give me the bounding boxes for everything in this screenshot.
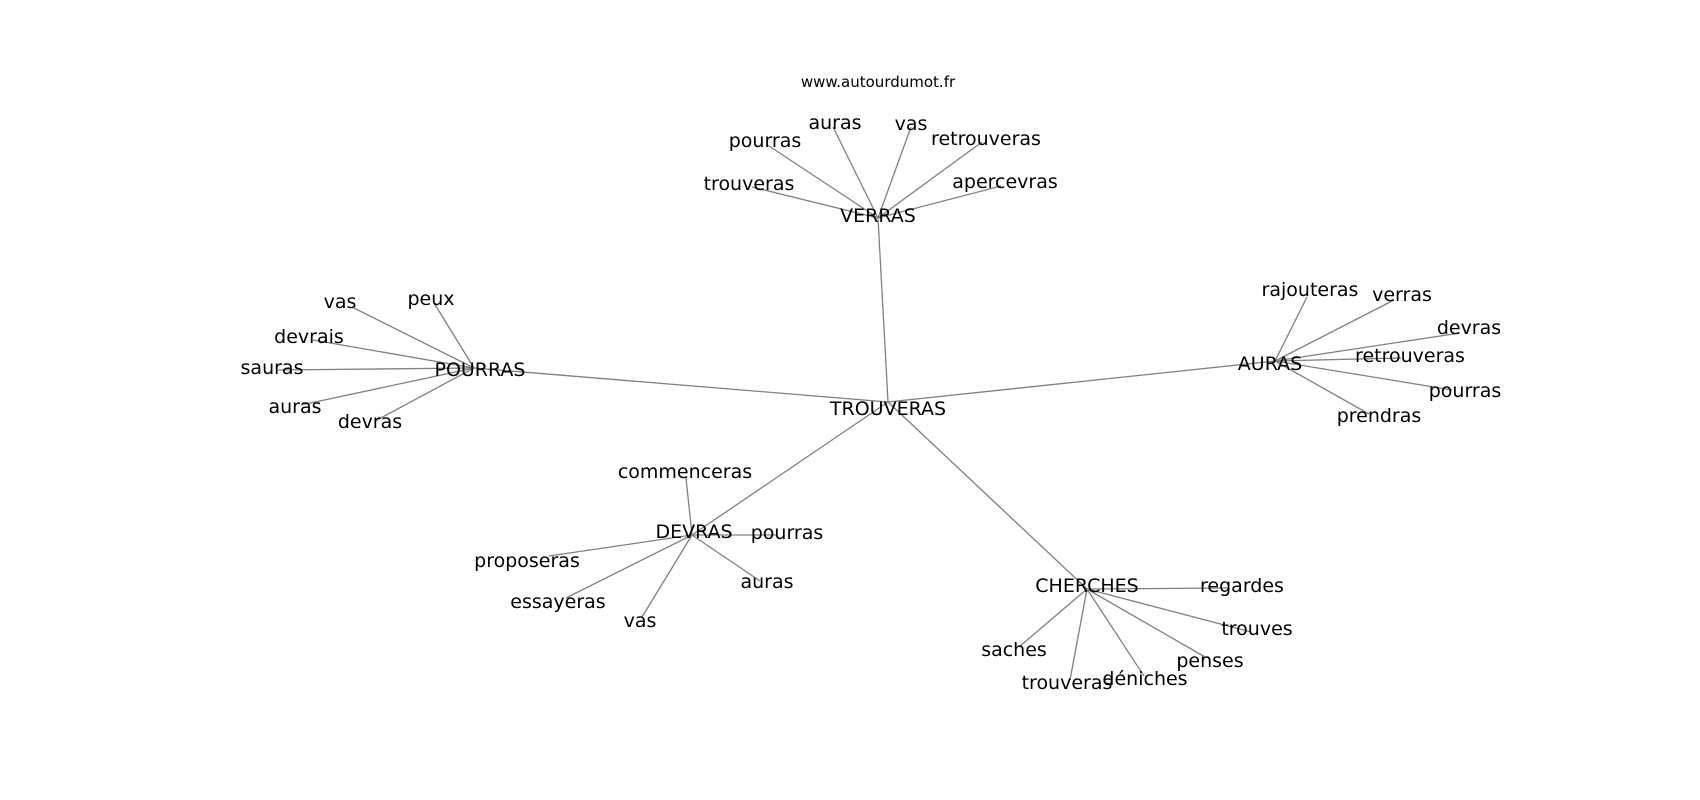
edge-auras-to-leaf-3 <box>1274 357 1402 362</box>
edge-cherches-to-leaf-0 <box>1086 587 1229 590</box>
edge-verras-to-leaf-0 <box>751 186 879 219</box>
leaf-node-cherches-1[interactable]: trouves <box>1221 618 1292 640</box>
leaf-node-verras-5[interactable]: apercevras <box>952 171 1058 193</box>
leaf-node-verras-1[interactable]: pourras <box>729 130 802 152</box>
edge-auras-to-leaf-5 <box>1274 360 1370 415</box>
edge-cherches-to-leaf-1 <box>1086 588 1252 633</box>
leaf-node-verras-0[interactable]: trouveras <box>704 173 795 195</box>
leaf-node-pourras-0[interactable]: vas <box>324 291 357 313</box>
edge-pourras-to-leaf-1 <box>433 302 475 369</box>
edge-root-to-devras <box>691 401 889 536</box>
edge-pourras-to-leaf-5 <box>376 367 475 421</box>
edge-verras-to-leaf-4 <box>877 141 983 219</box>
leaf-node-verras-2[interactable]: auras <box>808 112 861 134</box>
leaf-node-devras-3[interactable]: essayeras <box>510 591 605 613</box>
edge-root-to-pourras <box>473 367 889 403</box>
edge-auras-to-leaf-4 <box>1274 360 1453 391</box>
edge-root-to-cherches <box>887 401 1088 590</box>
leaf-node-devras-4[interactable]: vas <box>624 610 657 632</box>
edge-pourras-to-leaf-4 <box>300 367 475 406</box>
leaf-node-devras-1[interactable]: pourras <box>751 522 824 544</box>
leaf-node-devras-5[interactable]: auras <box>740 571 793 593</box>
edge-devras-to-leaf-2 <box>548 534 693 557</box>
edge-cherches-to-leaf-5 <box>1018 588 1088 648</box>
leaf-node-cherches-3[interactable]: déniches <box>1102 668 1187 690</box>
edge-pourras-to-leaf-2 <box>312 339 475 369</box>
leaf-node-pourras-1[interactable]: peux <box>407 288 454 310</box>
leaf-node-auras-3[interactable]: retrouveras <box>1355 345 1465 367</box>
root-node[interactable]: TROUVERAS <box>829 398 946 420</box>
leaf-node-pourras-3[interactable]: sauras <box>241 357 304 379</box>
edge-auras-to-leaf-1 <box>1274 299 1395 362</box>
leaf-node-auras-0[interactable]: rajouteras <box>1262 279 1359 301</box>
leaf-node-cherches-5[interactable]: saches <box>981 639 1047 661</box>
leaf-node-auras-4[interactable]: pourras <box>1429 380 1502 402</box>
leaf-node-pourras-2[interactable]: devrais <box>274 326 344 348</box>
leaf-node-cherches-2[interactable]: penses <box>1176 650 1243 672</box>
hub-node-verras[interactable]: VERRAS <box>840 205 916 227</box>
edge-devras-to-leaf-4 <box>641 534 693 618</box>
site-watermark: www.autourdumot.fr <box>801 73 956 91</box>
edge-verras-to-leaf-2 <box>832 126 879 219</box>
hub-node-devras[interactable]: DEVRAS <box>655 521 732 543</box>
leaf-node-auras-1[interactable]: verras <box>1372 284 1432 306</box>
leaf-node-devras-2[interactable]: proposeras <box>474 550 580 572</box>
edge-auras-to-leaf-0 <box>1274 296 1308 362</box>
edge-root-to-auras <box>887 360 1276 403</box>
edge-verras-to-leaf-5 <box>877 185 1002 219</box>
hub-node-cherches[interactable]: CHERCHES <box>1035 575 1138 597</box>
edge-verras-to-leaf-1 <box>765 143 879 219</box>
leaf-node-auras-2[interactable]: devras <box>1437 317 1501 339</box>
leaf-node-cherches-0[interactable]: regardes <box>1200 575 1284 597</box>
leaf-node-auras-5[interactable]: prendras <box>1337 405 1422 427</box>
leaf-node-verras-4[interactable]: retrouveras <box>931 128 1041 150</box>
edge-root-to-verras <box>877 217 889 403</box>
edge-cherches-to-leaf-4 <box>1069 588 1088 681</box>
edge-pourras-to-leaf-3 <box>277 367 475 371</box>
edge-cherches-to-leaf-3 <box>1086 588 1145 677</box>
leaf-node-devras-0[interactable]: commenceras <box>618 461 752 483</box>
edge-pourras-to-leaf-0 <box>351 306 475 369</box>
labels-layer: TROUVERAS VERRAS trouveras pourras auras vas… <box>241 112 1502 694</box>
leaf-node-verras-3[interactable]: vas <box>895 113 928 135</box>
leaf-node-pourras-5[interactable]: devras <box>338 411 402 433</box>
edge-devras-to-leaf-0 <box>685 477 693 536</box>
edge-auras-to-leaf-2 <box>1274 332 1461 362</box>
edge-devras-to-leaf-3 <box>565 534 693 599</box>
hub-node-pourras[interactable]: POURRAS <box>434 359 525 381</box>
edge-cherches-to-leaf-2 <box>1086 588 1206 658</box>
hub-node-auras[interactable]: AURAS <box>1238 353 1302 375</box>
edge-verras-to-leaf-3 <box>877 126 912 219</box>
edges-layer <box>277 126 1461 681</box>
leaf-node-cherches-4[interactable]: trouveras <box>1022 672 1113 694</box>
leaf-node-pourras-4[interactable]: auras <box>268 396 321 418</box>
edge-devras-to-leaf-5 <box>691 534 761 582</box>
